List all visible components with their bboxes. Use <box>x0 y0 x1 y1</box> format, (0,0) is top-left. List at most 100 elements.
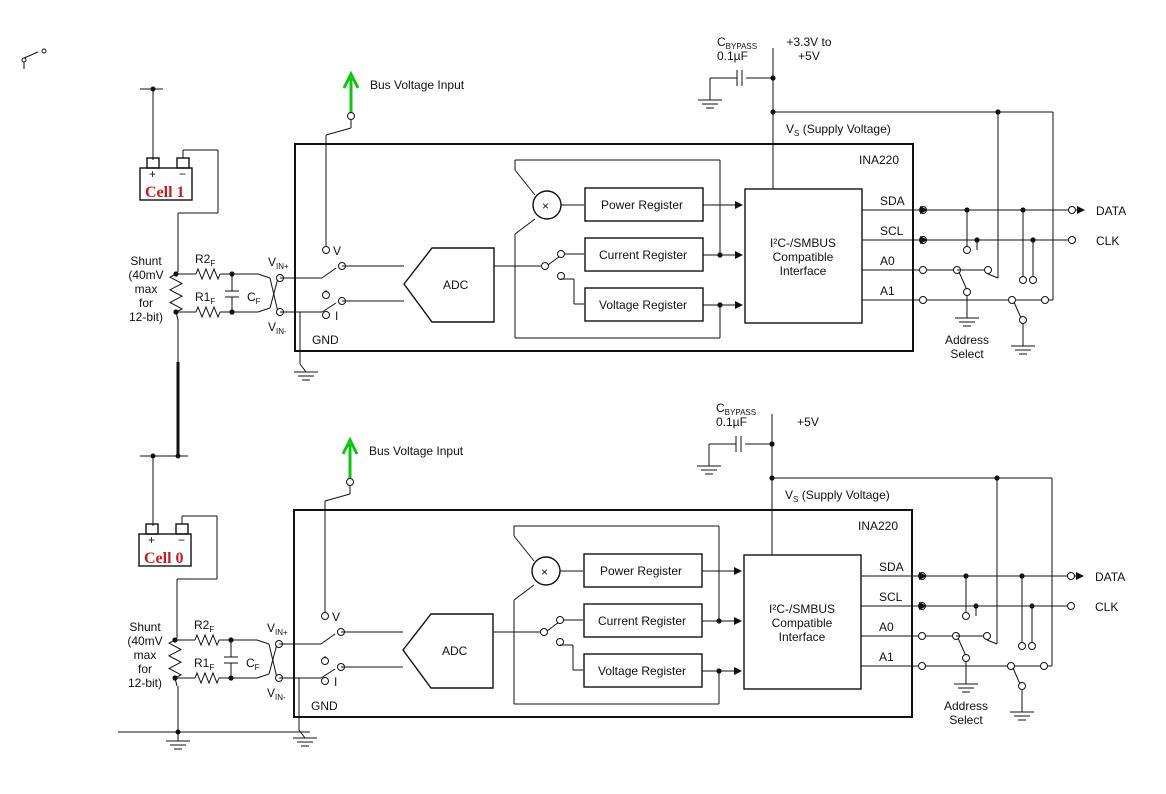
r2f-label: R2F <box>195 252 215 268</box>
ground-icon <box>697 465 721 475</box>
battery-body <box>139 167 193 201</box>
battery-cell-label: Cell 0 <box>144 550 184 567</box>
supply-range-line2: +5V <box>797 415 819 429</box>
interface-label-3: Interface <box>779 630 826 644</box>
battery-minus-label: − <box>179 167 186 181</box>
shunt-spec-2: max <box>135 282 158 296</box>
switch-icon <box>21 48 47 69</box>
ground-icon <box>1011 345 1035 355</box>
ground-icon <box>294 371 318 381</box>
voltage-register-label: Voltage Register <box>599 298 687 312</box>
vin-minus-label: VIN- <box>267 686 286 702</box>
battery-cell-label: Cell 1 <box>145 184 185 201</box>
i2c-interface-block <box>744 188 863 324</box>
resistor-icon <box>194 671 220 685</box>
shunt-spec-1: (40mV <box>127 634 162 648</box>
ground-icon <box>1010 711 1034 721</box>
shunt-resistor-icon <box>168 273 184 313</box>
data-label: DATA <box>1095 570 1125 584</box>
battery-cell: + − Cell 0 <box>138 523 192 567</box>
interface-label-1: I²C-/SMBUS <box>770 236 836 250</box>
shunt-spec-1: (40mV <box>128 268 163 282</box>
ground-icon <box>166 732 190 750</box>
address-select-label-2: Select <box>949 713 983 727</box>
power-register-label: Power Register <box>600 564 682 578</box>
chip-name-label: INA220 <box>859 153 899 167</box>
address-select-label-1: Address <box>944 699 988 713</box>
bus-voltage-input-label: Bus Voltage Input <box>370 78 465 92</box>
voltage-register-label: Voltage Register <box>598 664 686 678</box>
switch-i-label: I <box>335 309 338 323</box>
a1-pin-label: A1 <box>880 284 895 298</box>
battery-terminal-plus <box>145 523 159 535</box>
bus-voltage-arrow-icon <box>341 436 359 479</box>
ground-icon <box>954 683 978 693</box>
a0-pin-label: A0 <box>879 620 894 634</box>
vs-supply-label: VS (Supply Voltage) <box>786 122 891 138</box>
interface-label-3: Interface <box>780 264 827 278</box>
power-register-label: Power Register <box>601 198 683 212</box>
multiply-label: × <box>541 565 548 579</box>
battery-minus-label: − <box>178 533 185 547</box>
clk-label: CLK <box>1095 600 1118 614</box>
bus-voltage-arrow-icon <box>342 70 360 113</box>
ground-icon <box>698 99 722 109</box>
shunt-label: Shunt <box>130 254 162 268</box>
scl-pin-label: SCL <box>880 224 904 238</box>
cbypass-label: CBYPASS <box>717 35 757 51</box>
ground-icon <box>293 737 317 747</box>
current-register-label: Current Register <box>599 248 687 262</box>
a1-pin-label: A1 <box>879 650 894 664</box>
cbypass-label: CBYPASS <box>716 401 756 417</box>
resistor-icon <box>194 633 220 647</box>
interface-label-2: Compatible <box>772 616 833 630</box>
adc-label: ADC <box>443 278 469 292</box>
battery-terminal-plus <box>146 157 160 169</box>
chip-name-label: INA220 <box>858 519 898 533</box>
multiply-label: × <box>542 199 549 213</box>
supply-range-line1: +3.3V to <box>786 35 831 49</box>
switch-i-label: I <box>334 675 337 689</box>
battery-body <box>138 533 192 567</box>
a0-pin-label: A0 <box>880 254 895 268</box>
shunt-label: Shunt <box>129 620 161 634</box>
i2c-interface-block <box>743 554 862 690</box>
clk-label: CLK <box>1096 234 1119 248</box>
adc-block <box>402 613 494 689</box>
shunt-spec-4: 12-bit) <box>129 310 163 324</box>
ina220-chip-outline <box>293 509 913 718</box>
address-select-label-1: Address <box>945 333 989 347</box>
resistor-icon <box>195 305 221 319</box>
adc-block <box>403 247 495 323</box>
shunt-resistor-icon <box>167 639 183 679</box>
supply-range-line2: +5V <box>798 49 820 63</box>
ina220-chip-outline <box>294 143 914 352</box>
cbypass-value: 0.1µF <box>717 49 748 63</box>
scl-pin-label: SCL <box>879 590 903 604</box>
cbypass-value: 0.1µF <box>716 415 747 429</box>
shunt-spec-3: for <box>139 296 153 310</box>
cf-label: CF <box>246 656 260 672</box>
shunt-spec-3: for <box>138 662 152 676</box>
vin-plus-label: VIN+ <box>267 621 288 637</box>
bus-voltage-input-label: Bus Voltage Input <box>369 444 464 458</box>
adc-label: ADC <box>442 644 468 658</box>
shunt-spec-2: max <box>134 648 157 662</box>
vin-plus-label: VIN+ <box>268 255 289 271</box>
r2f-label: R2F <box>194 618 214 634</box>
gnd-label: GND <box>312 333 339 347</box>
battery-plus-label: + <box>148 533 155 547</box>
address-select-label-2: Select <box>950 347 984 361</box>
r1f-label: R1F <box>195 290 215 306</box>
shunt-spec-4: 12-bit) <box>128 676 162 690</box>
interface-label-1: I²C-/SMBUS <box>769 602 835 616</box>
ground-icon <box>955 317 979 327</box>
current-register-label: Current Register <box>598 614 686 628</box>
cf-label: CF <box>247 290 261 306</box>
vs-supply-label: VS (Supply Voltage) <box>785 488 890 504</box>
data-label: DATA <box>1096 204 1126 218</box>
resistor-icon <box>195 267 221 281</box>
r1f-label: R1F <box>194 656 214 672</box>
interface-label-2: Compatible <box>773 250 834 264</box>
